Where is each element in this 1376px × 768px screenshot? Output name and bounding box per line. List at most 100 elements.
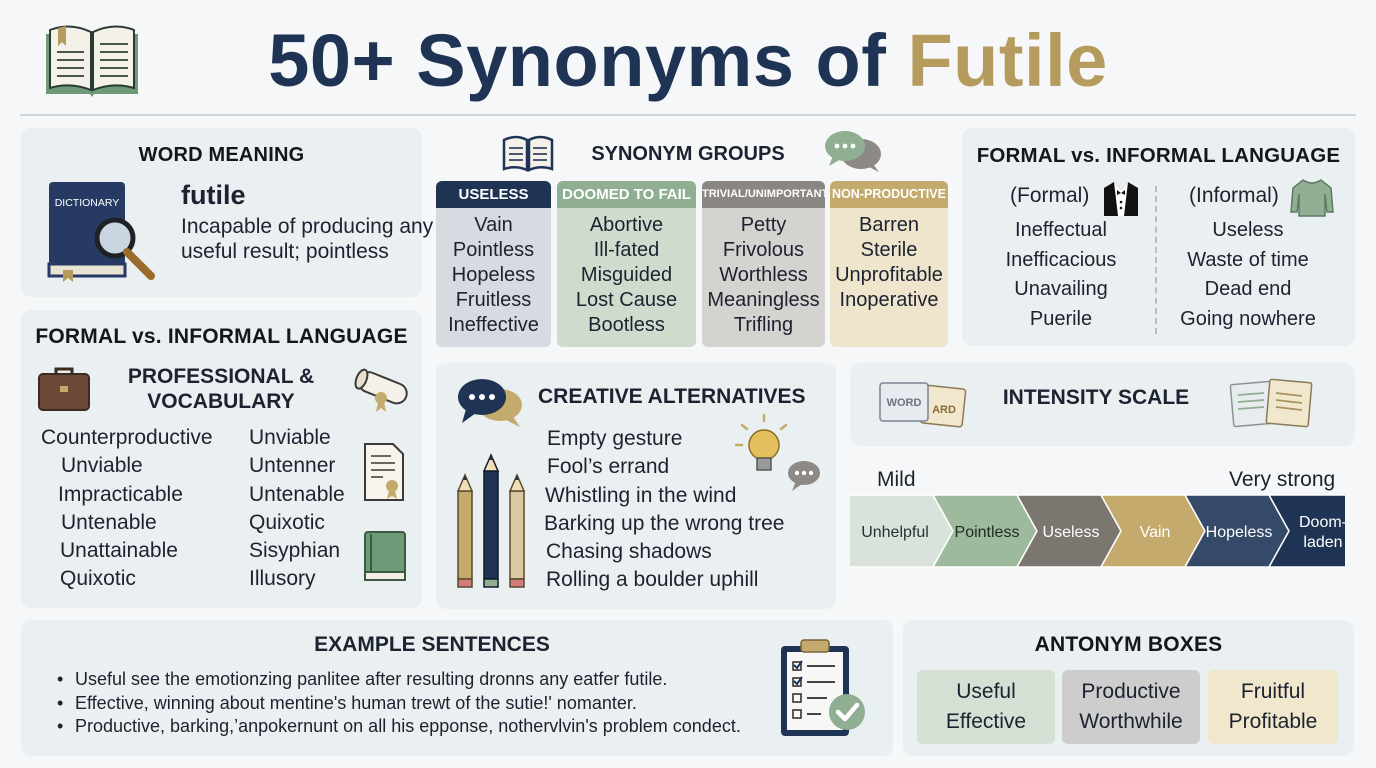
sweater-icon [1290, 179, 1334, 217]
word-card-text: ARD [932, 404, 956, 416]
intensity-scale-panel: ARD WORD INTENSITY SCALE [850, 363, 1355, 446]
vocab-word: Impracticable [58, 482, 183, 506]
dictionary-label: DICTIONARY [55, 197, 120, 209]
creative-item: Barking up the wrong tree [544, 511, 785, 535]
vocab-word: Sisyphian [249, 539, 341, 563]
scale-strong-label: Very strong [1229, 468, 1336, 491]
example-sentence: Effective, winning about mentine's human… [57, 692, 741, 716]
synonym-item: Lost Cause [575, 289, 678, 311]
clipboard-checklist-icon [781, 639, 865, 736]
synonym-item: Pointless [452, 239, 535, 261]
antonym-boxes-title: ANTONYM BOXES [1034, 633, 1223, 656]
antonym-word: Worthwhile [1079, 710, 1183, 733]
page-title: 50+ Synonyms of Futile [268, 19, 1108, 102]
synonym-item: Frivolous [722, 239, 805, 261]
synonym-group-header: TRIVIAL/UNIMPORTANT [702, 181, 825, 208]
informal-word: Dead end [1204, 278, 1292, 300]
synonym-group-trivial: TRIVIAL/UNIMPORTANT Petty Frivolous Wort… [702, 181, 825, 347]
synonym-item: Barren [858, 214, 920, 236]
closed-book-icon [364, 531, 406, 581]
vocab-word: Unattainable [60, 539, 178, 563]
intensity-step-label: Vain [1140, 524, 1171, 541]
formal-informal-panel: FORMAL vs. INFORMAL LANGUAGE (Formal) (I… [962, 128, 1355, 346]
vocab-word: Untenable [249, 482, 345, 506]
formal-word: Ineffectual [1015, 219, 1107, 241]
intensity-step-label: Hopeless [1206, 524, 1273, 541]
header: 50+ Synonyms of Futile [0, 0, 1376, 116]
synonym-group-doomed: DOOMED TO FAIL Abortive Ill-fated Misgui… [557, 181, 696, 347]
synonym-item: Unprofitable [835, 264, 943, 286]
professional-vocabulary-panel: FORMAL vs. INFORMAL LANGUAGE PROFESSIONA… [21, 310, 422, 608]
informal-label: (Informal) [1189, 184, 1279, 207]
antonym-word: Effective [945, 710, 1027, 733]
intensity-step-label: Pointless [955, 524, 1020, 541]
synonym-group-useless: USELESS Vain Pointless Hopeless Fruitles… [436, 181, 551, 347]
creative-alternatives-panel: CREATIVE ALTERNATIVES Empty gesture Fool… [436, 363, 836, 609]
creative-item: Empty gesture [547, 427, 683, 450]
vocab-word: Quixotic [249, 510, 325, 534]
professional-subtitle-line: VOCABULARY [147, 390, 295, 413]
synonym-item: Trifling [733, 314, 794, 336]
column-divider [1155, 186, 1157, 334]
diploma-scroll-icon [354, 368, 408, 412]
vocab-word: Counterproductive [41, 426, 213, 449]
synonym-group-header: NON-PRODUCTIVE [830, 181, 948, 208]
tuxedo-icon [1104, 182, 1138, 216]
open-book-icon [46, 25, 138, 97]
informal-column: Useless Waste of time Dead end Going now… [1162, 216, 1334, 334]
professional-column-2: Unviable Untenner Untenable Quixotic Sis… [249, 424, 345, 594]
vocab-word: Unviable [61, 454, 143, 478]
informal-word: Waste of time [1187, 248, 1309, 271]
word-definition: Incapable of producing any useful result… [181, 215, 434, 263]
synonym-group-header: DOOMED TO FAIL [557, 181, 696, 208]
example-sentences-title: EXAMPLE SENTENCES [314, 633, 550, 656]
synonym-item: Meaningless [707, 289, 820, 311]
synonym-groups-title: SYNONYM GROUPS [591, 143, 785, 165]
synonym-item: Vain [474, 214, 513, 236]
word-card-text: WORD [887, 397, 922, 409]
creative-item: Rolling a boulder uphill [546, 568, 759, 592]
professional-column-1: Counterproductive Unviable Impracticable… [41, 424, 213, 594]
synonym-group-header: USELESS [436, 181, 551, 208]
creative-alternatives-title: CREATIVE ALTERNATIVES [538, 385, 806, 408]
antonym-boxes-panel: ANTONYM BOXES Useful Effective Productiv… [903, 620, 1354, 756]
synonym-item: Ill-fated [593, 239, 660, 261]
word-meaning-title: WORD MEANING [138, 144, 305, 166]
informal-word: Useless [1212, 219, 1284, 241]
intensity-step-label: Useless [1043, 524, 1100, 541]
synonym-item: Abortive [589, 214, 664, 236]
vocab-word: Untenner [249, 454, 336, 478]
synonym-item: Fruitless [455, 289, 532, 311]
formal-word: Puerile [1029, 307, 1093, 330]
synonym-item: Misguided [580, 264, 673, 286]
chat-bubbles-icon [825, 131, 881, 172]
synonym-item: Sterile [860, 239, 918, 261]
example-list: Useful see the emotionzing panlitee afte… [57, 668, 741, 739]
dictionary-icon: DICTIONARY [47, 182, 155, 282]
formal-label: (Formal) [1010, 184, 1090, 207]
intensity-step-label: Unhelpful [861, 524, 929, 541]
certificate-icon [364, 443, 404, 501]
word-cards-icon: ARD WORD [879, 382, 967, 428]
vocab-word: Illusory [249, 567, 316, 591]
formal-word: Unavailing [1014, 278, 1108, 300]
creative-item: Fool’s errand [547, 455, 670, 479]
pencils-icon [456, 453, 526, 588]
open-book-icon [502, 135, 554, 172]
example-sentence: Useful see the emotionzing panlitee afte… [57, 668, 741, 692]
antonym-word: Productive [1081, 680, 1181, 703]
synonym-item: Hopeless [451, 264, 536, 286]
antonym-box: Productive Worthwhile [1062, 670, 1200, 744]
formal-column: Ineffectual Inefficacious Unavailing Pue… [982, 216, 1140, 334]
professional-subtitle: PROFESSIONAL & VOCABULARY [101, 364, 341, 414]
professional-subtitle-line: PROFESSIONAL & [127, 365, 315, 388]
antonym-word: Useful [956, 680, 1016, 703]
creative-list: Empty gesture Fool’s errand Whistling in… [544, 425, 784, 595]
intensity-step-arrow [1267, 494, 1345, 568]
speech-bubbles-icon [458, 379, 522, 427]
synonym-item: Ineffective [448, 314, 539, 336]
antonym-word: Fruitful [1240, 680, 1306, 703]
creative-item: Chasing shadows [546, 540, 712, 564]
lightbulb-icon [734, 413, 820, 491]
